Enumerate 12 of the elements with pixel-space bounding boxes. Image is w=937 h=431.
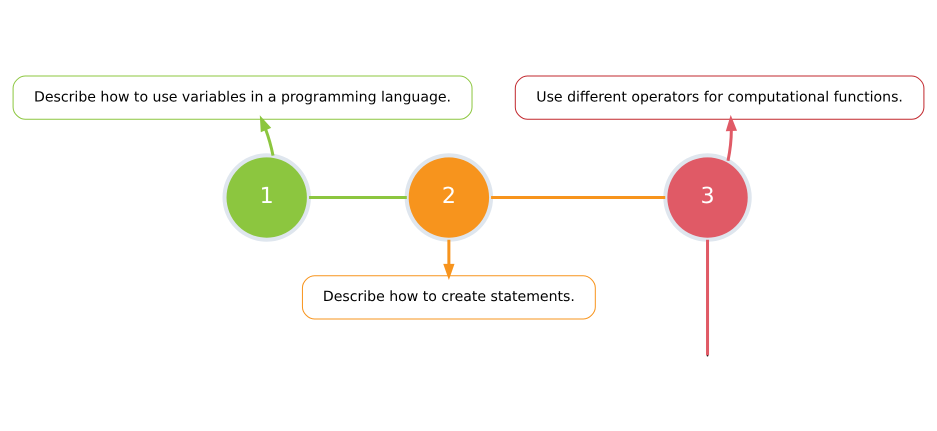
node-circle: 1 <box>222 152 311 242</box>
connector <box>706 239 710 355</box>
arrow <box>726 114 738 161</box>
node-box: Use different operators for computational functions. <box>514 75 924 120</box>
arrow <box>260 114 274 156</box>
connector <box>491 196 666 199</box>
node-circle: 3 <box>663 152 752 242</box>
node-circle: 2 <box>404 152 494 242</box>
connector <box>309 196 407 199</box>
arrow <box>443 239 455 280</box>
node-box: Describe how to use variables in a programming language. <box>12 75 473 120</box>
node-box: Describe how to create statements. <box>302 274 596 320</box>
